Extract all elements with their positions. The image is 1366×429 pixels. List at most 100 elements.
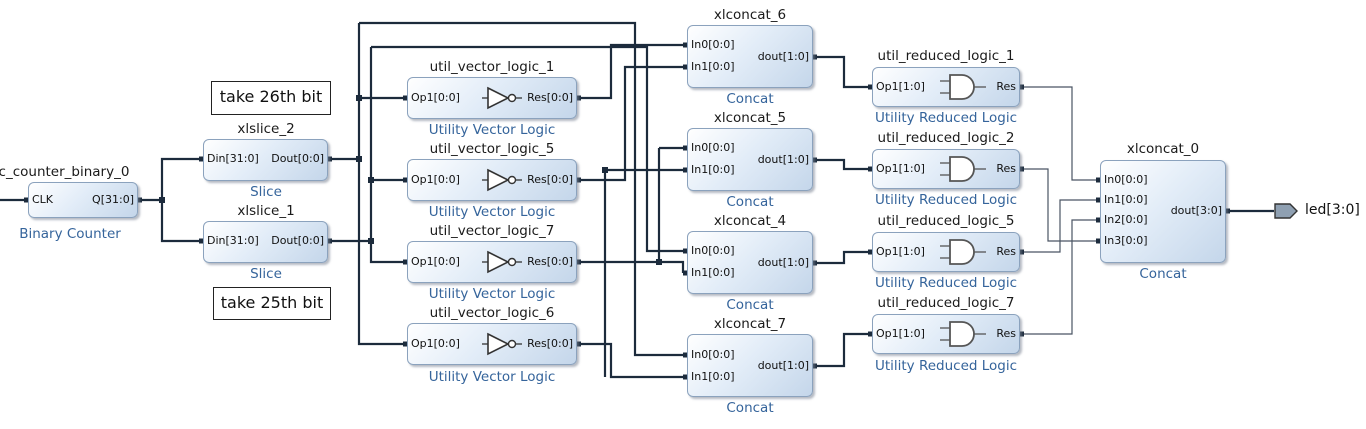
wire-junction [159, 197, 165, 203]
inverter-icon [482, 168, 522, 192]
output-pin[interactable] [576, 177, 581, 183]
block-type-label: Concat [726, 400, 774, 416]
input-pin[interactable] [1096, 238, 1101, 244]
input-pin[interactable] [868, 249, 873, 255]
input-pin[interactable] [1096, 177, 1101, 183]
wire[interactable] [817, 250, 868, 265]
block-url7[interactable] [872, 314, 1020, 354]
and-gate-icon [940, 239, 986, 265]
wire[interactable] [581, 43, 683, 100]
wire[interactable] [369, 47, 403, 264]
output-pin[interactable] [1019, 249, 1024, 255]
wire[interactable] [817, 55, 868, 89]
output-pin-label: Res[0:0] [527, 173, 573, 186]
input-pin[interactable] [24, 197, 29, 203]
input-pin[interactable] [683, 64, 688, 70]
input-pin[interactable] [683, 42, 688, 48]
input-pin-label: Op1[0:0] [411, 173, 460, 186]
note-take-25th-bit: take 25th bit [213, 287, 331, 320]
input-pin[interactable] [403, 177, 408, 183]
wire-junction [356, 156, 362, 162]
block-type-label: Utility Vector Logic [428, 204, 556, 220]
wire[interactable] [357, 23, 403, 346]
block-instance-name: util_reduced_logic_5 [877, 213, 1015, 229]
block-cc0[interactable] [1100, 160, 1226, 263]
output-pin[interactable] [327, 238, 332, 244]
wire[interactable] [581, 260, 685, 273]
block-url2[interactable] [872, 149, 1020, 189]
output-pin[interactable] [1019, 331, 1024, 337]
output-pin[interactable] [812, 54, 817, 60]
wire[interactable] [581, 65, 683, 182]
output-pin[interactable] [327, 156, 332, 162]
output-pin[interactable] [812, 260, 817, 266]
input-pin[interactable] [683, 352, 688, 358]
input-pin-label: CLK [32, 193, 54, 206]
wire[interactable] [1024, 199, 1096, 253]
block-counter[interactable] [28, 182, 138, 218]
output-pin-label: Res [996, 162, 1016, 175]
input-pin[interactable] [683, 270, 688, 276]
block-instance-name: xlslice_2 [237, 121, 295, 137]
input-pin-label: Op1[1:0] [876, 80, 925, 93]
input-pin-label: In0[0:0] [691, 244, 735, 257]
input-pin[interactable] [403, 341, 408, 347]
wire[interactable] [581, 342, 683, 379]
block-type-label: Utility Reduced Logic [874, 110, 1018, 126]
wire[interactable] [817, 158, 868, 171]
input-pin[interactable] [403, 95, 408, 101]
block-slice2[interactable] [203, 139, 328, 181]
input-pin[interactable] [868, 84, 873, 90]
block-type-label: Slice [250, 266, 282, 282]
output-pin-label: Dout[0:0] [271, 234, 324, 247]
input-pin[interactable] [199, 238, 204, 244]
input-pin[interactable] [683, 167, 688, 173]
block-url5[interactable] [872, 232, 1020, 272]
wire[interactable] [359, 21, 683, 357]
output-pin[interactable] [576, 259, 581, 265]
block-type-label: Utility Vector Logic [428, 286, 556, 302]
input-pin-label: Din[31:0] [207, 234, 259, 247]
output-pin[interactable] [137, 197, 142, 203]
block-cc5[interactable] [687, 128, 813, 191]
input-pin[interactable] [683, 374, 688, 380]
input-pin[interactable] [683, 248, 688, 254]
input-pin[interactable] [683, 145, 688, 151]
input-pin[interactable] [199, 156, 204, 162]
block-type-label: Utility Reduced Logic [874, 275, 1018, 291]
input-pin[interactable] [403, 259, 408, 265]
input-pin[interactable] [1096, 197, 1101, 203]
output-pin[interactable] [812, 157, 817, 163]
and-gate-icon [940, 74, 986, 100]
block-cc4[interactable] [687, 231, 813, 294]
wire[interactable] [1024, 86, 1096, 181]
wire[interactable] [817, 332, 868, 368]
input-pin[interactable] [868, 331, 873, 337]
output-pin-label: Res[0:0] [527, 255, 573, 268]
output-pin[interactable] [576, 95, 581, 101]
output-pin-label: Q[31:0] [92, 193, 134, 206]
wire[interactable] [1024, 219, 1096, 335]
output-pin[interactable] [1225, 208, 1230, 214]
output-pin[interactable] [812, 363, 817, 369]
block-cc6[interactable] [687, 25, 813, 88]
output-pin[interactable] [1019, 84, 1024, 90]
inverter-icon [482, 332, 522, 356]
output-port-icon[interactable] [1274, 203, 1298, 219]
wire[interactable] [142, 157, 199, 202]
inverter-icon [482, 250, 522, 274]
block-instance-name: util_reduced_logic_1 [877, 48, 1015, 64]
block-slice1[interactable] [203, 221, 328, 263]
input-pin[interactable] [1096, 217, 1101, 223]
block-cc7[interactable] [687, 334, 813, 397]
block-instance-name: xlconcat_4 [713, 213, 787, 229]
input-pin[interactable] [868, 166, 873, 172]
block-url1[interactable] [872, 67, 1020, 107]
block-instance-name: util_vector_logic_5 [429, 141, 555, 157]
output-pin[interactable] [576, 341, 581, 347]
output-pin[interactable] [1019, 166, 1024, 172]
input-pin-label: Op1[0:0] [411, 255, 460, 268]
wire[interactable] [160, 200, 199, 243]
wire[interactable] [371, 45, 683, 253]
